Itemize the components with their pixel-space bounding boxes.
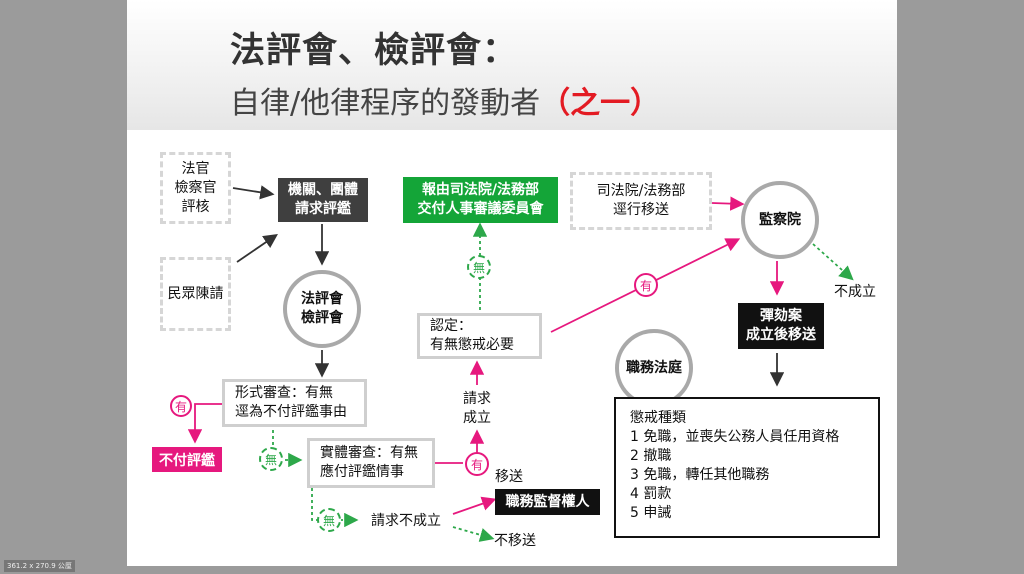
substantive-yes-marker: 有 [465, 452, 489, 476]
arrow-public-to-org [236, 233, 278, 263]
not-established-label: 不成立 [834, 284, 876, 300]
request-invalid-label: 請求不成立 [371, 513, 441, 529]
arrow-judge-to-org [232, 185, 275, 200]
slide-header: 法評會、檢評會： 自律/他律程序的發動者（之一） [127, 0, 897, 130]
slide-subtitle: 自律/他律程序的發動者（之一） [230, 78, 660, 122]
formal-review-box: 形式審查：有無 逕為不付評鑑事由 [222, 379, 367, 427]
slide: 法評會、檢評會： 自律/他律程序的發動者（之一） [127, 0, 897, 566]
subtitle-highlight: （之一） [540, 86, 661, 121]
punishment-types-box: 懲戒種類 1 免職，並喪失公務人員任用資格 2 撤職 3 免職，轉任其他職務 4… [614, 397, 880, 538]
slide-title: 法評會、檢評會： [230, 31, 519, 71]
punishment-item: 3 免職，轉任其他職務 [630, 467, 770, 483]
arrow-invalid-to-supervisor [452, 496, 497, 515]
judge-evaluation-box: 法官 檢察官 評核 [160, 152, 231, 224]
request-valid-label: 請求 成立 [463, 391, 491, 426]
arrow-formal-yes [187, 403, 222, 444]
disciplinary-court-circle: 職務法庭 [615, 329, 693, 407]
substantive-review-box: 實體審查：有無 應付評鑑情事 [307, 438, 435, 488]
formal-no-marker: 無 [259, 447, 283, 471]
zoom-indicator: 361.2 x 270.9 公厘 [4, 560, 75, 572]
no-evaluation-box: 不付評鑑 [152, 447, 222, 472]
control-yuan-circle: 監察院 [741, 181, 819, 259]
punishment-item: 1 免職，並喪失公務人員任用資格 [630, 429, 840, 445]
punishment-title: 懲戒種類 [630, 410, 686, 426]
arrow-transfer-to-control [711, 196, 745, 211]
finding-box: 認定： 有無懲戒必要 [417, 313, 542, 359]
committee-circle: 法評會 檢評會 [283, 270, 361, 348]
punishment-item: 2 撤職 [630, 448, 672, 464]
arrow-control-not-established [812, 243, 854, 281]
punishment-item: 5 申誡 [630, 505, 672, 521]
judicial-transfer-box: 司法院/法務部 逕行移送 [570, 172, 712, 230]
report-committee-box: 報由司法院/法務部 交付人事審議委員會 [403, 177, 558, 223]
arrow-invalid-to-notransfer [452, 526, 495, 542]
transfer-label: 移送 [495, 469, 523, 485]
finding-yes-marker: 有 [634, 273, 658, 297]
supervisor-box: 職務監督權人 [495, 489, 600, 515]
no-transfer-label: 不移送 [494, 533, 536, 549]
impeachment-box: 彈劾案 成立後移送 [738, 303, 824, 349]
substantive-no-marker: 無 [317, 508, 341, 532]
org-request-box: 機關、團體 請求評鑑 [278, 178, 368, 222]
public-petition-box: 民眾陳請 [160, 257, 231, 331]
punishment-item: 4 罰款 [630, 486, 672, 502]
finding-no-marker: 無 [467, 255, 491, 279]
flow-connectors [187, 185, 854, 542]
formal-yes-marker: 有 [170, 395, 192, 417]
subtitle-text: 自律/他律程序的發動者 [230, 86, 541, 121]
